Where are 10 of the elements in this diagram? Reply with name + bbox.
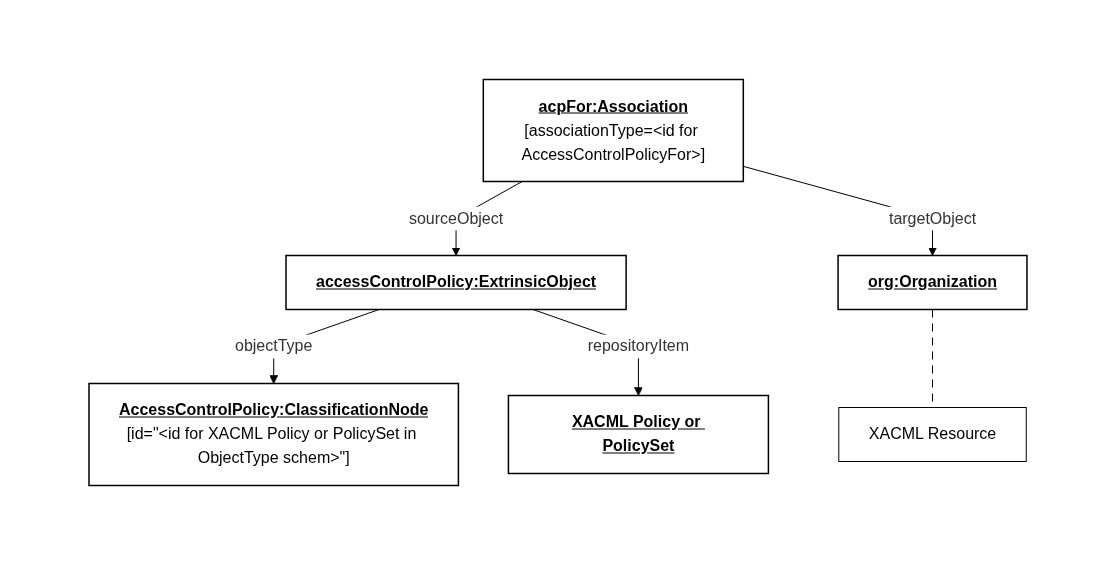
edge-label: sourceObject [408,209,504,227]
node-box: XACML Policy or PolicySet [507,394,770,475]
edge-label: repositoryItem [587,337,690,355]
node-box: AccessControlPolicy:ClassificationNode [id="<id for XACML Policy or PolicySet in ObjectType schem>"] [88,382,460,487]
edge-label: objectType [235,337,313,355]
edge-label: targetObject [888,209,977,227]
node-box: org:Organization [837,254,1028,311]
node-box: XACML Resource [838,407,1027,462]
node-box: acpFor:Association [associationType=<id for AccessControlPolicyFor>] [482,78,745,183]
node-box: accessControlPolicy:ExtrinsicObject [285,254,627,311]
